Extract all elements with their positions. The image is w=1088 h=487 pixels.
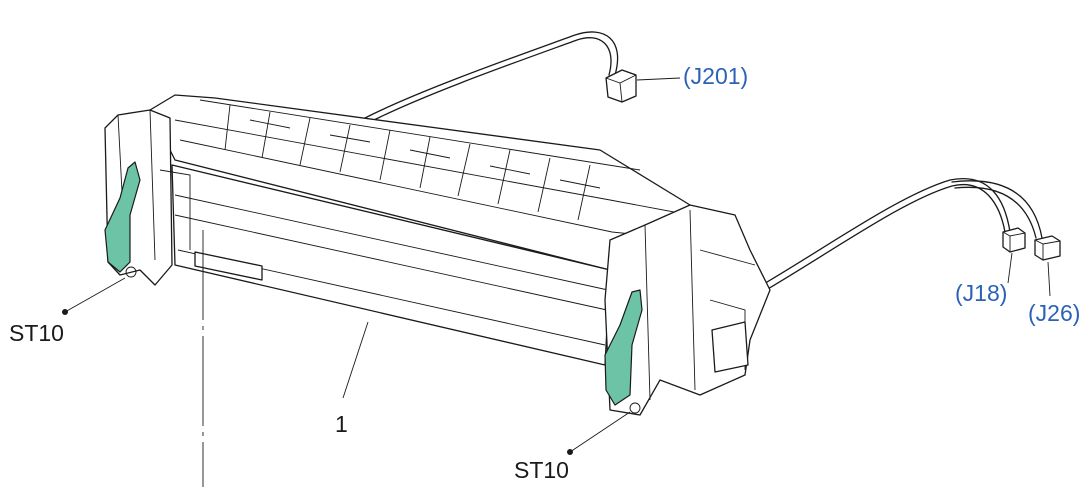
label-j26: (J26)	[1028, 300, 1080, 326]
label-part-1: 1	[335, 411, 348, 437]
fuser-body	[104, 94, 771, 416]
label-j201: (J201)	[683, 63, 748, 89]
connector-j18-icon	[1002, 227, 1026, 253]
cable-j18-j26	[761, 178, 1043, 291]
left-release-lever[interactable]	[104, 161, 141, 273]
label-st10-left: ST10	[9, 320, 64, 346]
leader-j26	[1047, 261, 1051, 297]
label-window	[194, 251, 263, 281]
cable-j201	[364, 31, 619, 123]
leader-j18	[1007, 252, 1013, 284]
label-j18: (J18)	[955, 280, 1007, 306]
connector-j201-icon	[605, 69, 637, 103]
leader-st10-left	[62, 277, 126, 315]
right-release-lever[interactable]	[604, 289, 643, 406]
label-st10-right: ST10	[514, 457, 569, 483]
connector-j26-icon	[1034, 235, 1061, 261]
leader-j201	[636, 77, 681, 81]
leader-st10-right	[567, 411, 631, 455]
leader-part-1	[342, 321, 369, 399]
